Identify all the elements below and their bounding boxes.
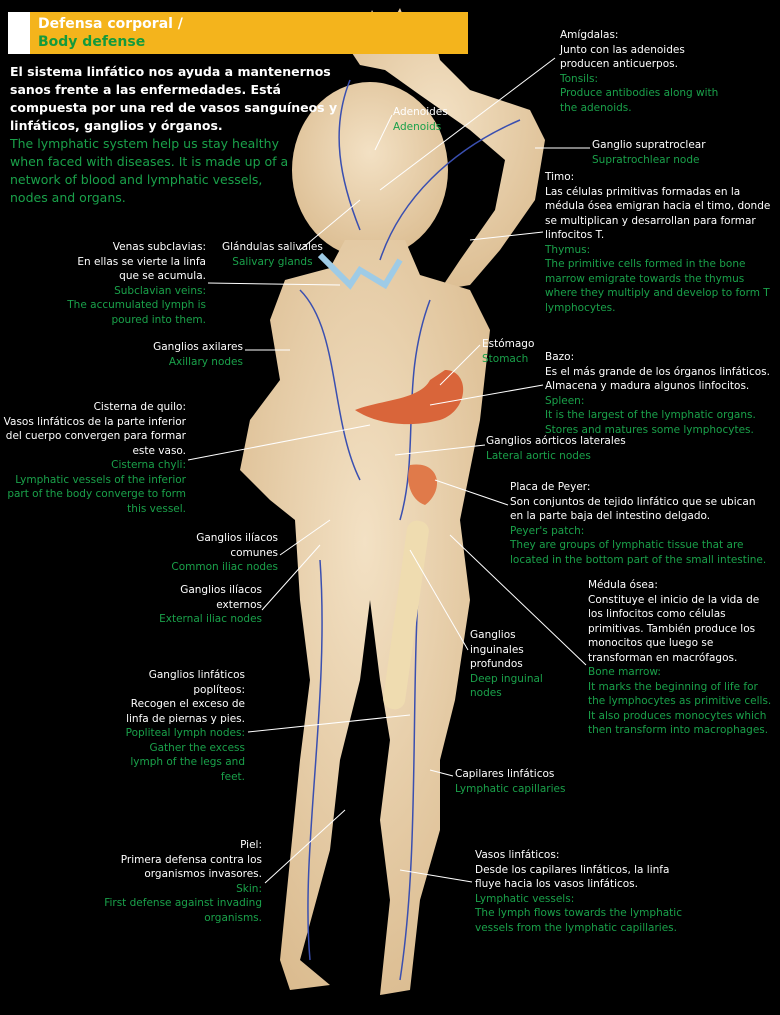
label-en: Lymphatic vessels: The lymph flows towar… bbox=[475, 892, 682, 934]
label-popliteal: Ganglios linfáticos poplíteos: Recogen e… bbox=[126, 668, 245, 784]
label-vessels: Vasos linfáticos: Desde los capilares li… bbox=[475, 848, 682, 935]
label-en: Adenoids bbox=[393, 120, 442, 133]
title-banner: Defensa corporal / Body defense bbox=[8, 12, 468, 54]
title-en: Body defense bbox=[38, 34, 146, 50]
label-en: Bone marrow: It marks the beginning of l… bbox=[588, 666, 772, 736]
label-en: Cisterna chyli: Lymphatic vessels of the… bbox=[7, 459, 186, 515]
leader-lines bbox=[187, 57, 590, 884]
label-en: Stomach bbox=[482, 352, 529, 365]
label-en: Supratrochlear node bbox=[592, 153, 700, 166]
label-es: Cisterna de quilo: Vasos linfáticos de l… bbox=[3, 401, 186, 457]
intestine-organ bbox=[408, 464, 437, 505]
label-en: Salivary glands bbox=[232, 255, 313, 268]
label-es: Capilares linfáticos bbox=[455, 768, 555, 780]
label-tonsils: Amígdalas: Junto con las adenoides produ… bbox=[560, 28, 718, 115]
label-es: Ganglio supratroclear bbox=[592, 139, 706, 151]
label-bone-marrow: Médula ósea: Constituye el inicio de la … bbox=[588, 578, 771, 738]
label-es: Timo: Las células primitivas formadas en… bbox=[545, 171, 771, 241]
intro-en: The lymphatic system help us stay health… bbox=[10, 136, 289, 205]
label-en: Lymphatic capillaries bbox=[455, 782, 566, 795]
label-es: Médula ósea: Constituye el inicio de la … bbox=[588, 579, 760, 664]
label-es: Adenoides bbox=[393, 106, 448, 118]
label-en: Deep inguinal nodes bbox=[470, 672, 543, 700]
label-en: Common iliac nodes bbox=[171, 561, 278, 573]
intro-text: El sistema linfático nos ayuda a mantene… bbox=[10, 63, 350, 207]
label-es: Estómago bbox=[482, 338, 535, 350]
label-spleen: Bazo: Es el más grande de los órganos li… bbox=[545, 350, 770, 437]
label-en: Spleen: It is the largest of the lymphat… bbox=[545, 394, 756, 436]
stomach-organ bbox=[355, 370, 464, 425]
label-es: Bazo: Es el más grande de los órganos li… bbox=[545, 351, 770, 392]
intro-es: El sistema linfático nos ayuda a mantene… bbox=[10, 64, 338, 133]
label-en: Peyer's patch: They are groups of lympha… bbox=[510, 524, 767, 566]
label-en: Popliteal lymph nodes: Gather the excess… bbox=[125, 727, 245, 783]
label-en: Tonsils: Produce antibodies along with t… bbox=[560, 72, 719, 114]
label-es: Ganglios ilíacos externos bbox=[180, 584, 262, 611]
label-es: Amígdalas: Junto con las adenoides produ… bbox=[560, 29, 685, 70]
label-en: Skin: First defense against invading org… bbox=[104, 882, 262, 924]
label-es: Placa de Peyer: Son conjuntos de tejido … bbox=[510, 481, 756, 522]
label-thymus: Timo: Las células primitivas formadas en… bbox=[545, 170, 770, 315]
label-es: Ganglios inguinales profundos bbox=[470, 629, 524, 670]
title-es: Defensa corporal / bbox=[38, 16, 183, 32]
label-es: Piel: Primera defensa contra los organis… bbox=[120, 839, 262, 880]
label-en: Lateral aortic nodes bbox=[486, 449, 591, 462]
label-cisterna: Cisterna de quilo: Vasos linfáticos de l… bbox=[4, 400, 186, 516]
banner-accent bbox=[8, 12, 30, 54]
body-silhouette bbox=[240, 8, 545, 995]
label-subclavian: Venas subclavias: En ellas se vierte la … bbox=[67, 240, 206, 327]
label-en: External iliac nodes bbox=[159, 613, 262, 625]
label-es: Vasos linfáticos: Desde los capilares li… bbox=[475, 849, 670, 890]
label-es: Ganglios aórticos laterales bbox=[486, 435, 626, 447]
label-en: Thymus: The primitive cells formed in th… bbox=[545, 243, 770, 314]
label-skin: Piel: Primera defensa contra los organis… bbox=[104, 838, 262, 925]
label-es: Venas subclavias: En ellas se vierte la … bbox=[77, 241, 206, 282]
label-peyer: Placa de Peyer: Son conjuntos de tejido … bbox=[510, 480, 766, 567]
femur-bone bbox=[383, 520, 429, 710]
label-es: Ganglios ilíacos comunes bbox=[196, 532, 278, 559]
label-es: Glándulas salivales bbox=[222, 241, 323, 253]
label-en: Axillary nodes bbox=[168, 355, 243, 368]
label-en: Subclavian veins: The accumulated lymph … bbox=[67, 284, 206, 326]
label-es: Ganglios axilares bbox=[153, 341, 243, 353]
label-es: Ganglios linfáticos poplíteos: Recogen e… bbox=[126, 669, 245, 725]
